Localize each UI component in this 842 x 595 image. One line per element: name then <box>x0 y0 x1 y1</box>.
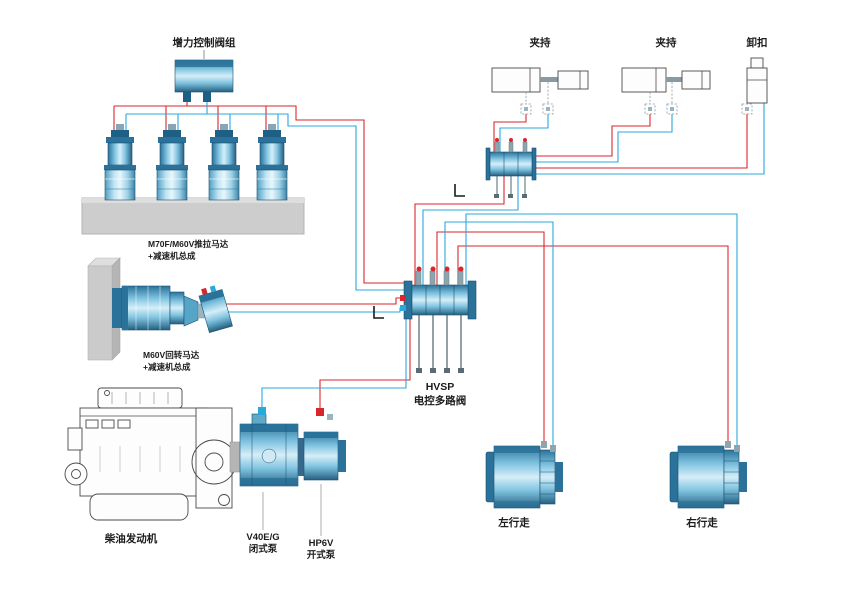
drain-symbol <box>454 184 465 197</box>
pressure-line <box>113 102 267 131</box>
hvsp-valve <box>400 266 477 373</box>
return-line <box>465 213 738 452</box>
motor-base-plate <box>81 197 305 235</box>
pressure-line <box>457 245 729 448</box>
clamp-right-label: 夹持 <box>656 36 677 49</box>
open-pump-label-2: 开式泵 <box>307 549 336 561</box>
pressure-line <box>226 297 406 305</box>
hvsp-label-2: 电控多路阀 <box>414 394 467 407</box>
pressure-line <box>414 176 505 285</box>
pressure-line <box>536 114 748 169</box>
diesel-engine <box>64 387 241 521</box>
return-line <box>444 221 554 452</box>
pump-pressure-port <box>316 408 324 416</box>
engine-pump-adapter <box>229 441 241 473</box>
return-line <box>536 114 673 163</box>
rotary-motor-assembly <box>87 257 233 361</box>
pump-return-port <box>258 407 266 415</box>
solenoid <box>494 138 528 153</box>
clamp-left-label: 夹持 <box>530 36 551 49</box>
pressure-line <box>493 114 527 152</box>
open-pump-label-1: HP6V <box>309 538 334 549</box>
push-pull-motor-label-1: M70F/M60V推拉马达 <box>148 239 229 249</box>
auxiliary-valve-group <box>485 138 537 198</box>
closed-pump-label-1: V40E/G <box>246 532 279 543</box>
return-line <box>278 113 406 291</box>
return-line <box>422 176 519 285</box>
push-pull-motor <box>208 124 240 201</box>
push-pull-motor <box>104 124 136 201</box>
diesel-engine-label: 柴油发动机 <box>104 532 158 545</box>
shackle-label: 卸扣 <box>747 36 768 49</box>
pressure-line <box>436 231 545 448</box>
return-line <box>261 319 407 415</box>
clamp-cylinder-right <box>621 67 711 93</box>
return-line <box>536 103 765 175</box>
travel-right-label: 右行走 <box>685 516 718 529</box>
open-pump-body <box>303 431 339 481</box>
hvsp-label-1: HVSP <box>426 381 455 393</box>
rotary-motor-label-2: +减速机总成 <box>143 362 191 372</box>
shackle-cylinder <box>746 57 768 104</box>
return-line <box>499 114 549 152</box>
pump-assembly <box>239 407 346 536</box>
rotary-motor-label-1: M60V回转马达 <box>143 350 200 360</box>
push-pull-motor-label-2: +减速机总成 <box>148 251 196 261</box>
clamp-cylinder-left <box>491 67 589 93</box>
return-line <box>125 102 279 131</box>
closed-pump-label-2: 闭式泵 <box>249 543 278 555</box>
boost-control-valve <box>174 50 234 102</box>
boost-valve-label: 增力控制阀组 <box>173 36 236 49</box>
travel-motor-right <box>669 441 747 509</box>
drain-symbol <box>373 306 384 319</box>
return-line <box>226 307 406 313</box>
pressure-line <box>266 105 406 284</box>
solenoid <box>415 266 464 286</box>
travel-left-label: 左行走 <box>497 516 530 529</box>
push-pull-motor <box>256 124 288 201</box>
travel-motor-left <box>485 441 563 509</box>
hose-fittings <box>520 82 753 115</box>
pressure-line <box>536 114 651 157</box>
hydraulic-lines <box>113 102 765 452</box>
pressure-line <box>319 319 411 416</box>
push-pull-motor <box>156 124 188 201</box>
